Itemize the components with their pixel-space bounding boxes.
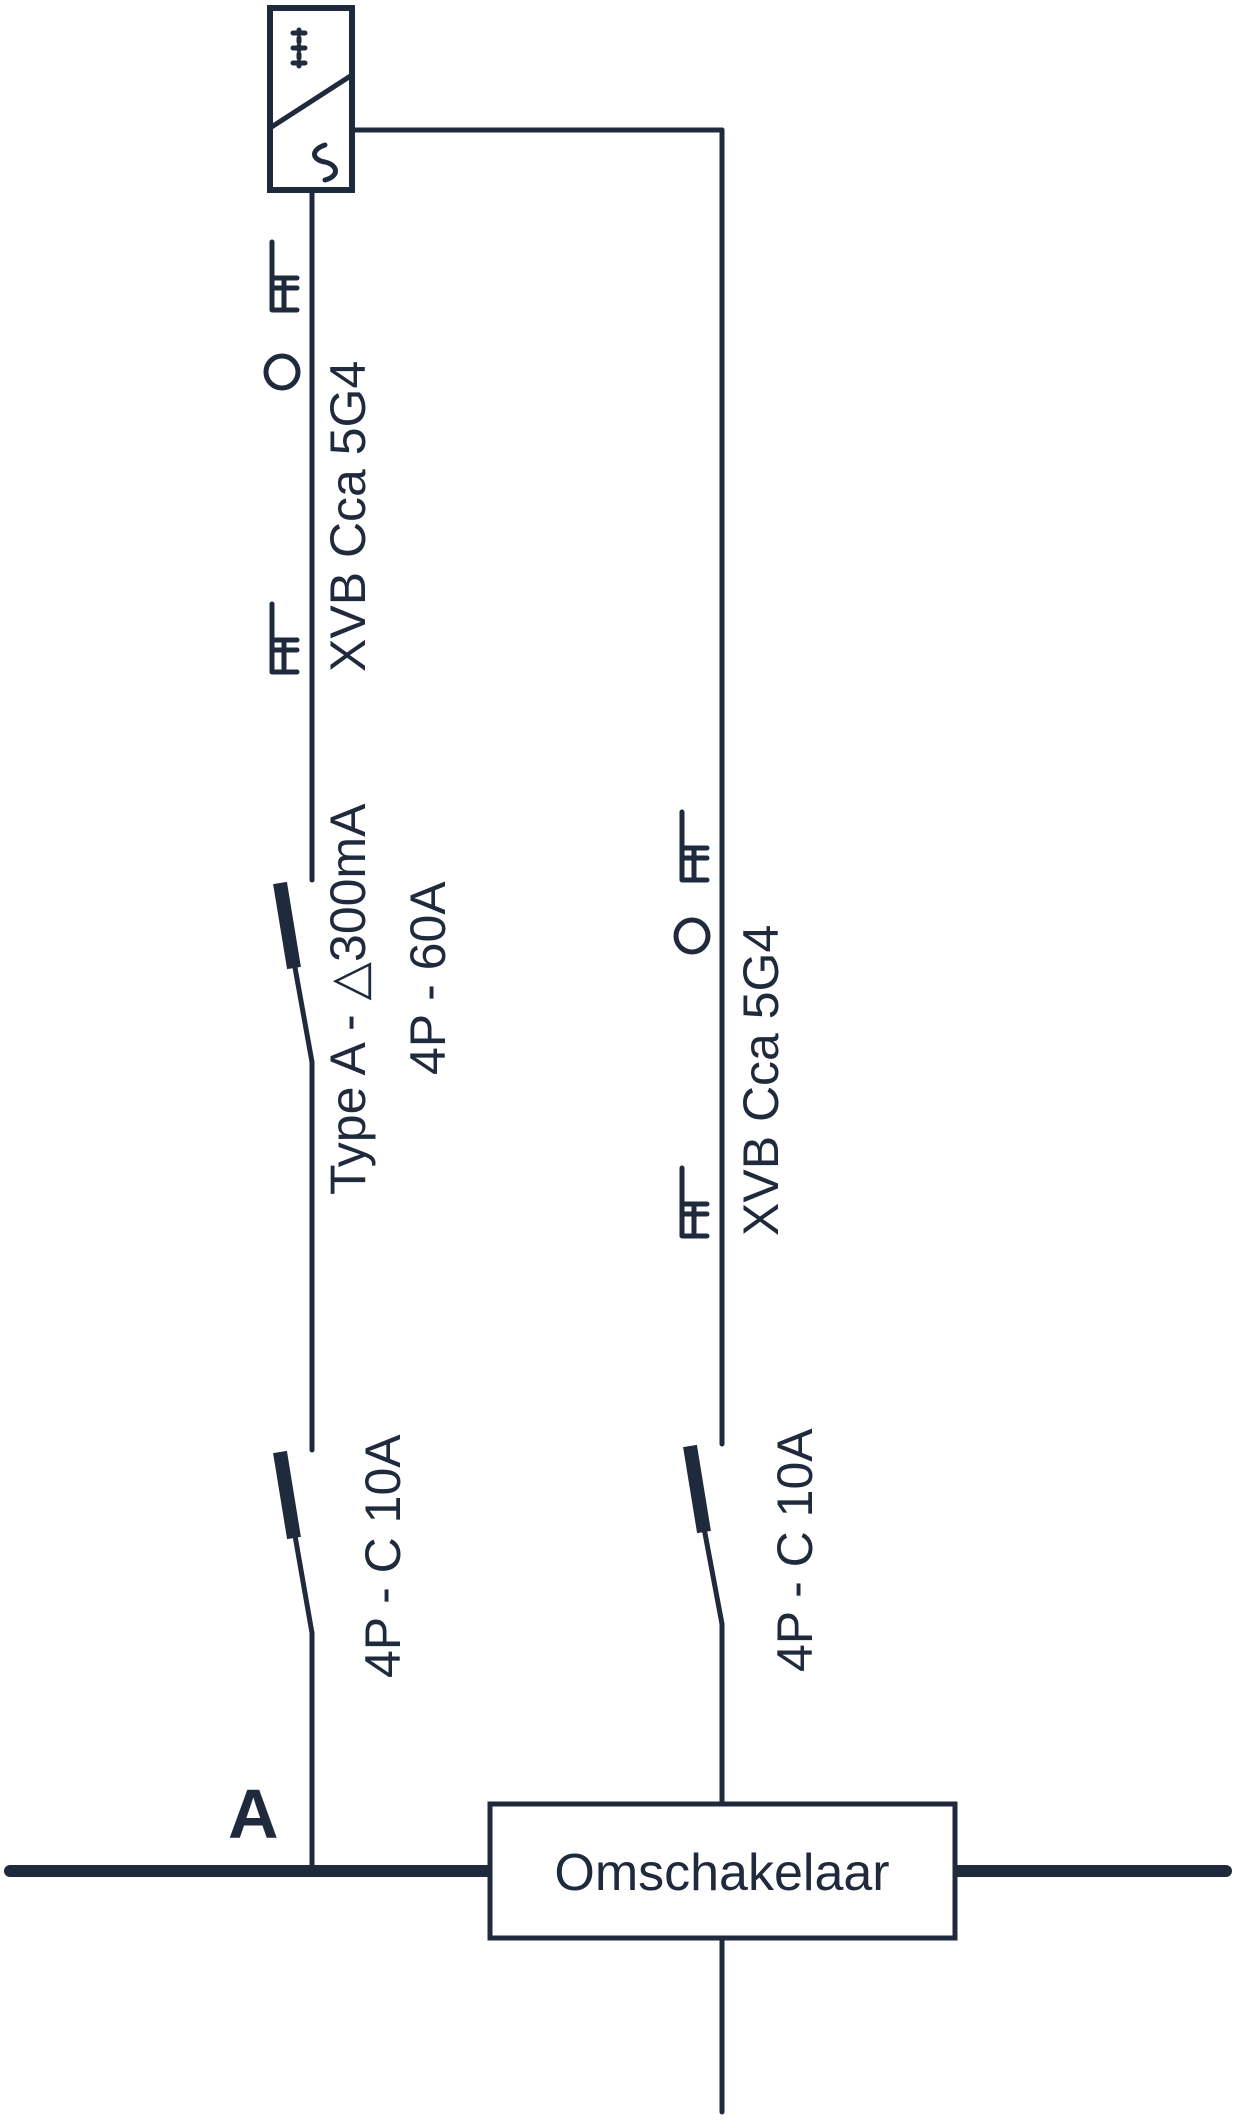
left-rcd-symbol xyxy=(273,881,315,1065)
right-cable-symbol-upper xyxy=(679,809,710,883)
switch-box-label: Omschakelaar xyxy=(554,1844,889,1902)
left-rcd-label-line1: Type A - △300mA xyxy=(320,803,376,1195)
right-cable-circle xyxy=(673,917,711,955)
bus-label: A xyxy=(228,1775,279,1853)
right-cable-symbol-lower xyxy=(679,1165,710,1239)
left-rcd-label-line2: 4P - 60A xyxy=(400,881,456,1075)
inverter-icon xyxy=(267,5,355,193)
right-breaker-symbol xyxy=(683,1444,725,1627)
left-cable-symbol-lower xyxy=(269,601,300,675)
left-cable-symbol-upper xyxy=(269,239,300,313)
switch-box xyxy=(487,1801,958,1941)
right-breaker-label: 4P - C 10A xyxy=(767,1428,823,1672)
left-cable-circle xyxy=(263,353,301,391)
left-cable-label: XVB Cca 5G4 xyxy=(320,361,376,672)
left-breaker-label: 4P - C 10A xyxy=(355,1434,411,1678)
left-breaker-symbol xyxy=(273,1450,315,1636)
right-cable-label: XVB Cca 5G4 xyxy=(733,925,789,1236)
